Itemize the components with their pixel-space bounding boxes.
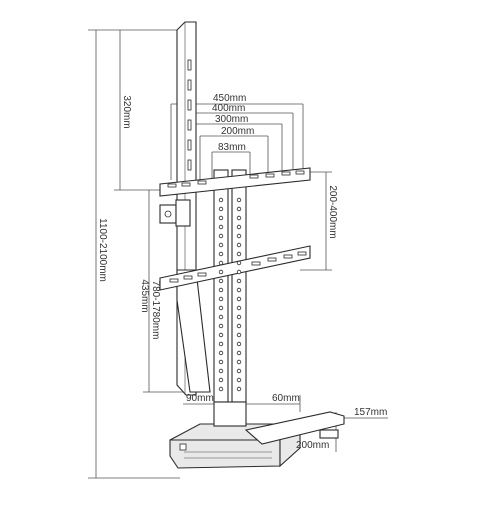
label-vesa-450: 450mm <box>213 93 246 104</box>
column-hole <box>218 314 224 320</box>
arm-slot <box>181 182 191 187</box>
lift-structure <box>159 21 311 403</box>
column-hole <box>236 296 242 302</box>
arm-slot <box>267 257 277 262</box>
column-hole <box>218 242 224 248</box>
column-hole <box>218 251 224 257</box>
column-holes <box>218 197 242 392</box>
arm-slot <box>169 278 179 283</box>
dimension-labels: 1100-2100mm 320mm 780-1780mm 435mm 200-4… <box>97 93 387 451</box>
arm-slot <box>249 174 259 179</box>
column-hole <box>218 224 224 230</box>
arm-slot <box>281 171 291 176</box>
column-hole <box>236 332 242 338</box>
arm-slot <box>251 261 261 266</box>
rail-slot <box>187 99 192 111</box>
column-hole <box>218 197 224 203</box>
column-hole <box>236 206 242 212</box>
column-hole <box>218 386 224 392</box>
motor-base <box>169 401 345 469</box>
rail-slot <box>187 139 192 151</box>
column-hole <box>218 359 224 365</box>
label-base-90: 90mm <box>186 393 214 404</box>
arm-slot <box>183 275 193 280</box>
column-hole <box>218 350 224 356</box>
label-vertical-vesa: 200-400mm <box>327 185 338 238</box>
rail-slot <box>187 79 192 91</box>
arm-slot <box>297 251 307 256</box>
arm-slot <box>197 272 207 277</box>
base-fastener <box>179 443 187 451</box>
column-hole <box>218 377 224 383</box>
arm-slot <box>283 254 293 259</box>
arm-slot <box>197 180 207 185</box>
column-hole <box>218 332 224 338</box>
column-hole <box>236 368 242 374</box>
rail-slot <box>187 59 192 71</box>
label-foot-200: 200mm <box>296 440 329 451</box>
arm-slot <box>295 170 305 175</box>
column-foot <box>213 401 247 427</box>
column-hole <box>236 341 242 347</box>
column-hole <box>236 242 242 248</box>
column-hole <box>236 287 242 293</box>
label-vesa-300: 300mm <box>215 114 248 125</box>
column-hole <box>236 278 242 284</box>
column-hole <box>218 368 224 374</box>
column-hole <box>236 305 242 311</box>
arm-slot <box>265 173 275 178</box>
column-hole <box>218 296 224 302</box>
arm-slot <box>167 183 177 188</box>
column-right <box>231 169 247 403</box>
label-side-435: 435mm <box>139 279 150 312</box>
column-hole <box>236 197 242 203</box>
column-hole <box>236 269 242 275</box>
column-left <box>213 169 229 403</box>
label-center-83: 83mm <box>218 142 246 153</box>
column-hole <box>218 215 224 221</box>
label-lift-range: 780-1780mm <box>150 281 161 340</box>
lower-arm-slots <box>169 251 307 283</box>
lower-side-panel <box>176 269 211 393</box>
rail-slot <box>187 159 192 171</box>
column-hole <box>218 260 224 266</box>
column-hole <box>218 278 224 284</box>
label-vesa-400: 400mm <box>212 103 245 114</box>
label-foot-157: 157mm <box>354 407 387 418</box>
column-hole <box>218 287 224 293</box>
column-hole <box>218 305 224 311</box>
foot-pad <box>319 429 339 439</box>
column-hole <box>236 260 242 266</box>
column-hole <box>236 224 242 230</box>
column-hole <box>218 206 224 212</box>
column-hole <box>236 386 242 392</box>
rail-slot <box>187 119 192 131</box>
column-hole <box>218 233 224 239</box>
column-hole <box>218 323 224 329</box>
label-top-section: 320mm <box>121 95 132 128</box>
label-vesa-200: 200mm <box>221 126 254 137</box>
clamp-bolt <box>164 210 172 218</box>
clamp-plate <box>175 199 191 227</box>
column-hole <box>236 233 242 239</box>
lower-arm <box>159 245 311 291</box>
upper-arm-slots <box>167 170 305 188</box>
column-hole <box>236 377 242 383</box>
column-hole <box>218 341 224 347</box>
label-base-60: 60mm <box>272 393 300 404</box>
column-hole <box>218 269 224 275</box>
column-hole <box>236 251 242 257</box>
label-total-height: 1100-2100mm <box>97 218 108 282</box>
column-hole <box>236 323 242 329</box>
column-hole <box>236 314 242 320</box>
column-hole <box>236 215 242 221</box>
foot-arm <box>244 411 345 445</box>
column-hole <box>236 359 242 365</box>
column-hole <box>236 350 242 356</box>
